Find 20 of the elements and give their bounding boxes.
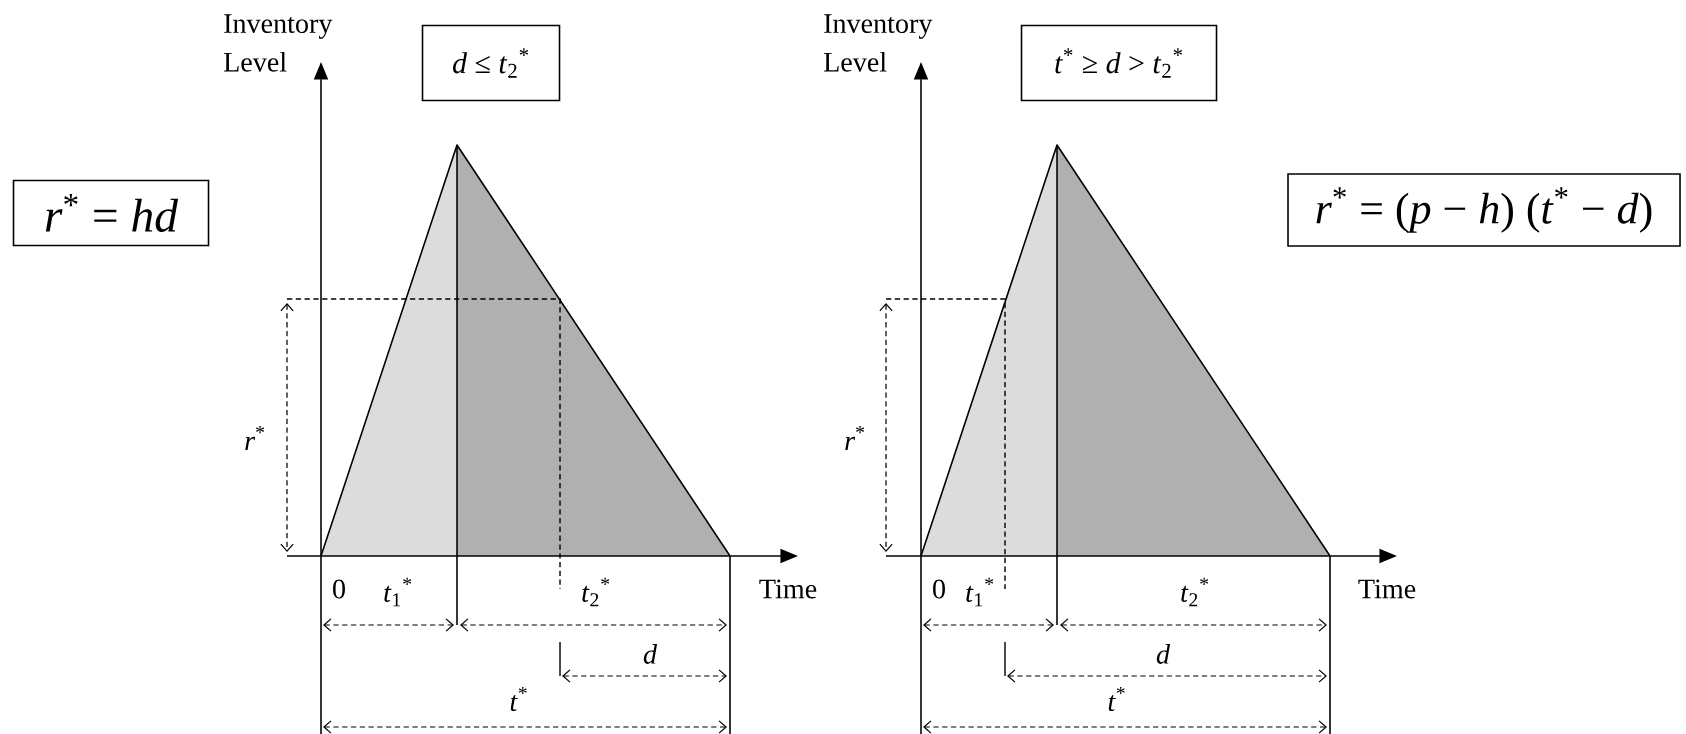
condition-box: t$^{*}$ ≥ d > t$_{2}$* [1020, 24, 1218, 102]
dimension-label: r$^{*}$ [245, 426, 265, 450]
axis-title: Inventory Level [223, 14, 333, 72]
formula-box: r$^{*}$ = (p − h) (t$^{*}$ − d) [1287, 173, 1681, 247]
dimension-label: t$_{1}$* [966, 577, 994, 607]
axis-title: Time [1358, 579, 1416, 599]
dimension-label: r$^{*}$ [845, 426, 865, 450]
dimension-label: t$^{*}$ [1108, 686, 1125, 712]
dimension-label: t$^{*}$ [510, 686, 527, 712]
axis-title: Inventory Level [823, 14, 933, 72]
formula-box: r$^{*}$ = hd [12, 179, 210, 247]
dimension-label: t$_{2}$* [582, 577, 610, 607]
dimension-label: d [643, 644, 658, 664]
origin-label: 0 [933, 579, 945, 599]
condition-box: d ≤ t$_{2}$* [421, 24, 561, 102]
dimension-label: t$_{2}$* [1181, 577, 1209, 607]
dimension-label: d [1156, 644, 1171, 664]
dimension-label: t$_{1}$* [384, 577, 412, 607]
axis-title: Time [759, 579, 817, 599]
origin-label: 0 [333, 579, 345, 599]
